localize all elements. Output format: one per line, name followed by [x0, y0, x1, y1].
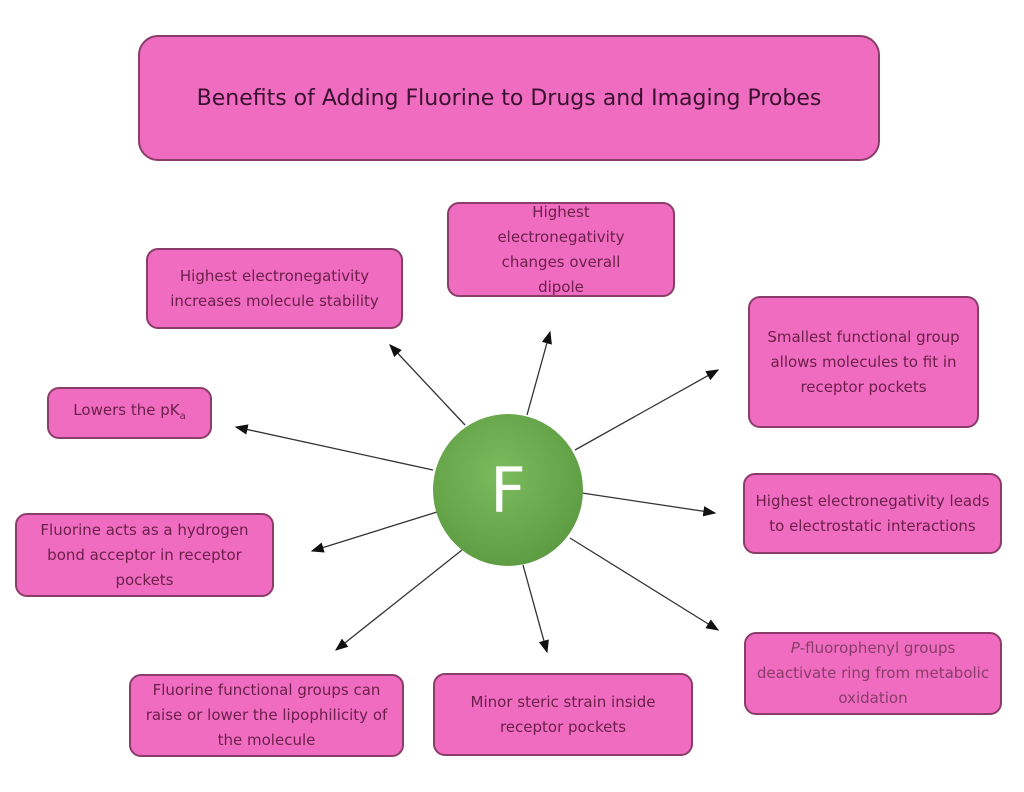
- benefit-size: Smallest functional group allows molecul…: [748, 296, 979, 428]
- arrow-lipophilicity: [334, 549, 463, 651]
- arrow-dipole: [526, 330, 552, 416]
- fluorine-label: F: [490, 453, 526, 527]
- benefit-text: Fluorine functional groups can raise or …: [145, 681, 388, 749]
- benefit-stability: Highest electronegativity increases mole…: [146, 248, 403, 329]
- benefit-text: -fluorophenyl groups deactivate ring fro…: [756, 639, 990, 707]
- arrow-metabolic: [569, 537, 720, 631]
- arrow-stability: [389, 344, 466, 426]
- arrow-size: [574, 369, 720, 451]
- benefit-electrostatic: Highest electronegativity leads to elect…: [743, 473, 1002, 554]
- benefit-text: Smallest functional group allows molecul…: [767, 327, 960, 396]
- title-box: Benefits of Adding Fluorine to Drugs and…: [138, 35, 880, 161]
- arrow-hbond: [310, 511, 438, 553]
- benefit-italic-prefix: P: [790, 639, 800, 657]
- arrow-pka: [234, 424, 434, 471]
- benefit-text: Highest electronegativity leads to elect…: [755, 491, 990, 535]
- benefit-pka: Lowers the pKa: [47, 387, 212, 439]
- benefit-text: Highest electronegativity increases mole…: [170, 266, 379, 310]
- benefit-text: Minor steric strain inside receptor pock…: [470, 692, 656, 736]
- benefit-lipophilicity: Fluorine functional groups can raise or …: [129, 674, 404, 757]
- benefit-text: Lowers the pK: [73, 400, 180, 419]
- benefit-metabolic: P-fluorophenyl groups deactivate ring fr…: [744, 632, 1002, 715]
- benefit-text: Fluorine acts as a hydrogen bond accepto…: [40, 520, 249, 589]
- arrow-steric: [522, 564, 549, 654]
- benefit-hbond: Fluorine acts as a hydrogen bond accepto…: [15, 513, 274, 597]
- benefit-steric: Minor steric strain inside receptor pock…: [433, 673, 693, 756]
- arrow-electrostatic: [581, 492, 717, 517]
- benefit-subscript: a: [179, 410, 186, 422]
- benefit-text: Highest electronegativity changes overal…: [497, 202, 625, 296]
- fluorine-node: F: [433, 414, 583, 566]
- benefit-dipole: Highest electronegativity changes overal…: [447, 202, 675, 297]
- diagram-title: Benefits of Adding Fluorine to Drugs and…: [196, 85, 822, 111]
